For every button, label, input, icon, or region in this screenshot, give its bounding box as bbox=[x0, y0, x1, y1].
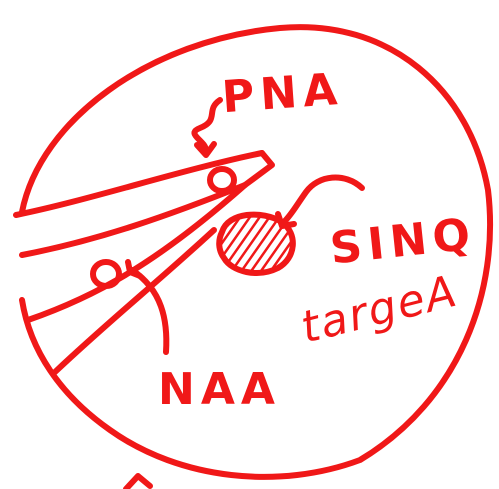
pna-marker bbox=[210, 169, 234, 191]
naa-pointer bbox=[132, 270, 166, 352]
naa-label: NAA bbox=[158, 368, 281, 412]
target-pointer bbox=[284, 177, 362, 222]
pna-label: PNA bbox=[221, 68, 345, 120]
bottom-mark bbox=[126, 476, 150, 489]
beamline-inner-edge bbox=[22, 185, 245, 255]
naa-marker bbox=[93, 262, 119, 286]
